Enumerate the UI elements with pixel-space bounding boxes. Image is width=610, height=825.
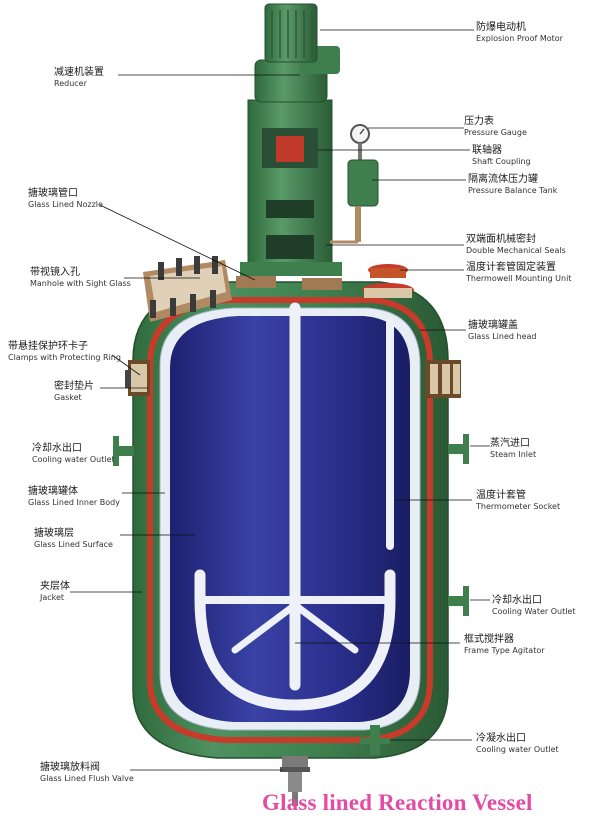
label-jacket-en: Jacket	[40, 592, 65, 602]
right-clamps	[425, 360, 461, 398]
label-jacket-cn: 夹层体	[40, 581, 70, 592]
label-reducer-cn: 减速机装置	[54, 67, 104, 78]
label-motor-cn: 防爆电动机	[476, 22, 526, 33]
label-glass-lined-head: 搪玻璃罐盖 Glass Lined head	[468, 320, 536, 341]
label-cooling-water-outlet-right: 冷却水出口 Cooling Water Outlet	[492, 595, 576, 616]
frame-agitator	[194, 302, 396, 711]
label-frame-agitator-cn: 框式搅拌器	[464, 634, 514, 645]
label-manhole: 带视镜入孔 Manhole with Sight Glass	[30, 267, 131, 288]
label-inner-body-cn: 搪玻璃罐体	[28, 486, 78, 497]
left-clamps	[125, 360, 150, 396]
label-motor-en: Explosion Proof Motor	[476, 33, 563, 43]
pressure-gauge	[350, 124, 370, 161]
label-glass-lined-nozzle: 搪玻璃管口 Glass Lined Nozzle	[28, 188, 103, 209]
label-cooling-water-outlet-left-en: Cooling water Outlet	[32, 454, 115, 464]
label-thermowell-unit-en: Thermowell Mounting Unit	[466, 273, 572, 283]
label-pressure-balance-tank: 隔离流体压力罐 Pressure Balance Tank	[468, 174, 557, 195]
label-flush-valve-en: Glass Lined Flush Valve	[40, 773, 134, 783]
label-motor: 防爆电动机 Explosion Proof Motor	[476, 22, 563, 43]
left-nozzle	[113, 436, 134, 466]
drive-tower	[240, 99, 342, 276]
label-reducer: 减速机装置 Reducer	[54, 67, 104, 88]
label-frame-agitator-en: Frame Type Agitator	[464, 645, 545, 655]
label-thermometer-socket-en: Thermometer Socket	[476, 501, 561, 511]
label-glass-lined-head-cn: 搪玻璃罐盖	[468, 320, 518, 331]
thermowell-mount	[362, 264, 414, 298]
label-inner-body-en: Glass Lined Inner Body	[28, 497, 120, 507]
label-mechanical-seals: 双端面机械密封 Double Mechanical Seals	[466, 234, 566, 255]
label-inner-body: 搪玻璃罐体 Glass Lined Inner Body	[28, 486, 120, 507]
label-cooling-water-outlet-bottom-cn: 冷凝水出口	[476, 733, 526, 744]
thermometer-socket	[386, 318, 394, 550]
label-cooling-water-outlet-right-cn: 冷却水出口	[492, 595, 542, 606]
label-thermowell-unit-cn: 温度计套管固定装置	[466, 262, 556, 273]
label-gasket-cn: 密封垫片	[54, 381, 94, 392]
label-thermometer-socket-cn: 温度计套管	[476, 490, 526, 501]
label-shaft-coupling: 联轴器 Shaft Coupling	[472, 145, 531, 166]
label-reducer-en: Reducer	[54, 78, 87, 88]
label-clamps-en: Clamps with Protecting Ring	[8, 352, 121, 362]
label-clamps-cn: 带悬挂保护环卡子	[8, 341, 88, 352]
label-glass-lined-nozzle-en: Glass Lined Nozzle	[28, 199, 103, 209]
label-glass-lined-head-en: Glass Lined head	[468, 331, 537, 341]
label-flush-valve: 搪玻璃放料阀 Glass Lined Flush Valve	[40, 762, 134, 783]
label-pressure-balance-tank-en: Pressure Balance Tank	[468, 185, 558, 195]
leader-lines	[70, 29, 490, 771]
label-thermowell-unit: 温度计套管固定装置 Thermowell Mounting Unit	[466, 262, 571, 283]
label-mechanical-seals-cn: 双端面机械密封	[466, 234, 536, 245]
label-clamps: 带悬挂保护环卡子 Clamps with Protecting Ring	[8, 341, 121, 362]
label-gasket: 密封垫片 Gasket	[54, 381, 94, 402]
label-pressure-gauge-cn: 压力表	[464, 116, 494, 127]
label-gasket-en: Gasket	[54, 392, 82, 402]
label-glass-lined-surface-cn: 搪玻璃层	[34, 528, 74, 539]
label-steam-inlet-cn: 蒸汽进口	[490, 438, 530, 449]
label-manhole-cn: 带视镜入孔	[30, 267, 80, 278]
label-steam-inlet: 蒸汽进口 Steam Inlet	[490, 438, 536, 459]
label-cooling-water-outlet-bottom: 冷凝水出口 Cooling water Outlet	[476, 733, 559, 754]
manhole	[143, 256, 232, 322]
page-title: Glass lined Reaction Vessel	[262, 790, 533, 815]
label-cooling-water-outlet-left: 冷却水出口 Cooling water Outlet	[32, 443, 115, 464]
bottom-nozzle	[360, 725, 390, 755]
right-nozzle	[448, 434, 469, 464]
label-shaft-coupling-cn: 联轴器	[472, 145, 502, 156]
motor-body	[264, 3, 318, 63]
label-thermometer-socket: 温度计套管 Thermometer Socket	[476, 490, 560, 511]
label-flush-valve-cn: 搪玻璃放料阀	[40, 762, 100, 773]
flush-valve	[280, 756, 310, 806]
label-pressure-gauge: 压力表 Pressure Gauge	[464, 116, 527, 137]
label-glass-lined-surface-en: Glass Lined Surface	[34, 539, 113, 549]
label-cooling-water-outlet-left-cn: 冷却水出口	[32, 443, 82, 454]
label-shaft-coupling-en: Shaft Coupling	[472, 156, 531, 166]
label-frame-agitator: 框式搅拌器 Frame Type Agitator	[464, 634, 545, 655]
label-manhole-en: Manhole with Sight Glass	[30, 278, 131, 288]
label-pressure-balance-tank-cn: 隔离流体压力罐	[468, 174, 538, 185]
label-cooling-water-outlet-bottom-en: Cooling water Outlet	[476, 744, 559, 754]
label-jacket: 夹层体 Jacket	[40, 581, 70, 602]
right-lower-nozzle	[448, 586, 469, 616]
label-steam-inlet-en: Steam Inlet	[490, 449, 537, 459]
pressure-balance-tank	[330, 159, 379, 244]
label-glass-lined-surface: 搪玻璃层 Glass Lined Surface	[34, 528, 113, 549]
label-mechanical-seals-en: Double Mechanical Seals	[466, 245, 566, 255]
label-pressure-gauge-en: Pressure Gauge	[464, 127, 527, 137]
glass-lined-nozzle-top	[236, 276, 342, 290]
label-cooling-water-outlet-right-en: Cooling Water Outlet	[492, 606, 576, 616]
label-glass-lined-nozzle-cn: 搪玻璃管口	[28, 188, 78, 199]
